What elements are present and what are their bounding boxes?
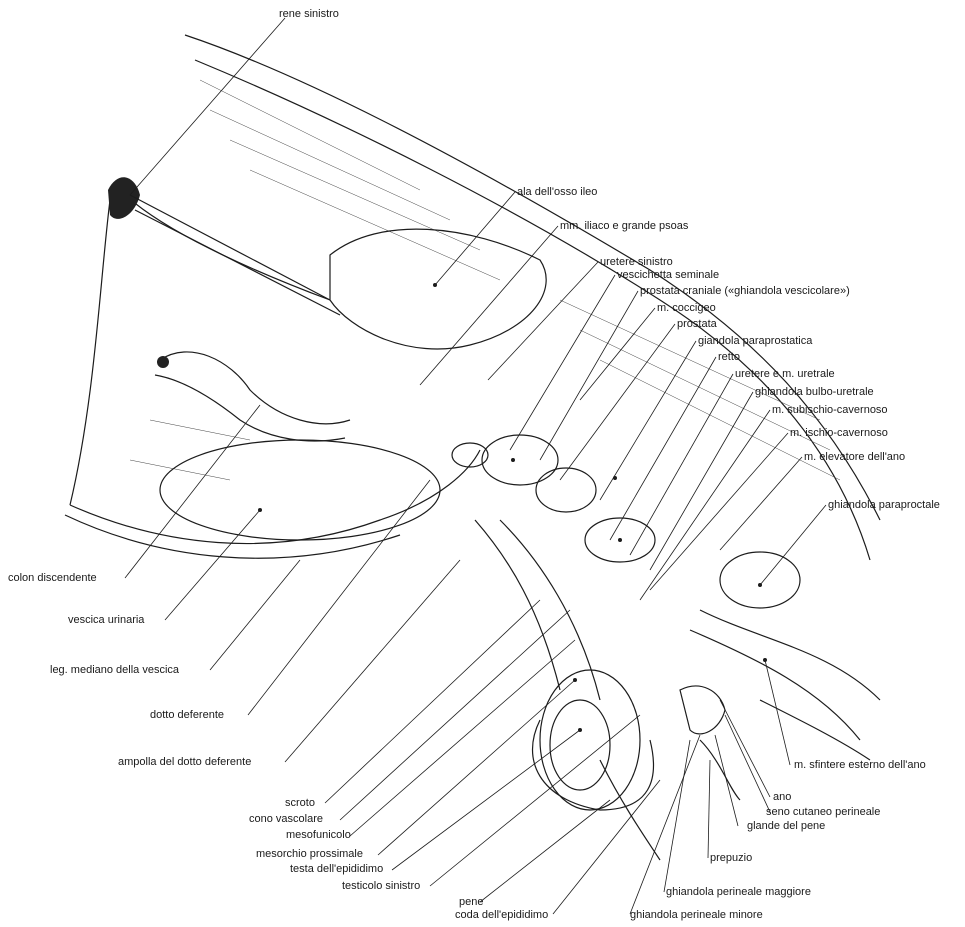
label-vescica-urinaria: vescica urinaria <box>68 614 144 627</box>
label-retto: retto <box>718 351 740 364</box>
testis-shape <box>475 520 653 810</box>
label-coda-epididimo: coda dell'epididimo <box>455 909 548 922</box>
paraproctal-gland-shape <box>690 552 880 740</box>
label-ghiandola-paraproctale: ghiandola paraproctale <box>828 499 940 512</box>
colon-shape <box>130 352 350 480</box>
label-ghiandola-perineale-maggiore: ghiandola perineale maggiore <box>666 886 811 899</box>
label-prostata: prostata <box>677 318 717 331</box>
label-rene-sinistro: rene sinistro <box>279 8 339 21</box>
label-prostata-craniale: prostata craniale («ghiandola vescicolar… <box>640 285 850 298</box>
perineal-region <box>600 686 870 860</box>
label-giandola-paraprostatica: giandola paraprostatica <box>698 335 812 348</box>
label-m-sfintere-esterno-ano: m. sfintere esterno dell'ano <box>794 759 926 772</box>
label-pene: pene <box>459 896 483 909</box>
label-scroto: scroto <box>285 797 315 810</box>
label-cono-vascolare: cono vascolare <box>249 813 323 826</box>
label-ghiandola-perineale-minore: ghiandola perineale minore <box>630 909 763 922</box>
label-prepuzio: prepuzio <box>710 852 752 865</box>
label-m-ischio-cavernoso: m. ischio-cavernoso <box>790 427 888 440</box>
iliac-wing-shape <box>330 229 546 349</box>
label-mesofunicolo: mesofunicolo <box>286 829 351 842</box>
label-seno-cutaneo-perineale: seno cutaneo perineale <box>766 806 880 819</box>
label-vescichetta-seminale: vescichetta seminale <box>617 269 719 282</box>
label-m-subischio-cavernoso: m. subischio-cavernoso <box>772 404 888 417</box>
label-ghiandola-bulbo-uretrale: ghiandola bulbo-uretrale <box>755 386 874 399</box>
prostate-cluster <box>452 435 655 562</box>
label-m-elevatore-ano: m. elevatore dell'ano <box>804 451 905 464</box>
label-dotto-deferente: dotto deferente <box>150 709 224 722</box>
label-mm-iliaco-psoas: mm. iliaco e grande psoas <box>560 220 688 233</box>
bladder-shape <box>65 440 480 558</box>
label-m-coccigeo: m. coccigeo <box>657 302 716 315</box>
label-mesorchio-prossimale: mesorchio prossimale <box>256 848 363 861</box>
label-leg-mediano-vescica: leg. mediano della vescica <box>50 664 179 677</box>
label-uretere-m-uretrale: uretere e m. uretrale <box>735 368 835 381</box>
label-glande-pene: glande del pene <box>747 820 825 833</box>
label-testa-epididimo: testa dell'epididimo <box>290 863 383 876</box>
kidney-shape <box>108 177 340 315</box>
label-ala-osso-ileo: ala dell'osso ileo <box>517 186 597 199</box>
label-testicolo-sinistro: testicolo sinistro <box>342 880 420 893</box>
label-ampolla-dotto-deferente: ampolla del dotto deferente <box>118 756 251 769</box>
label-ano: ano <box>773 791 791 804</box>
label-colon-discendente: colon discendente <box>8 572 97 585</box>
label-uretere-sinistro: uretere sinistro <box>600 256 673 269</box>
